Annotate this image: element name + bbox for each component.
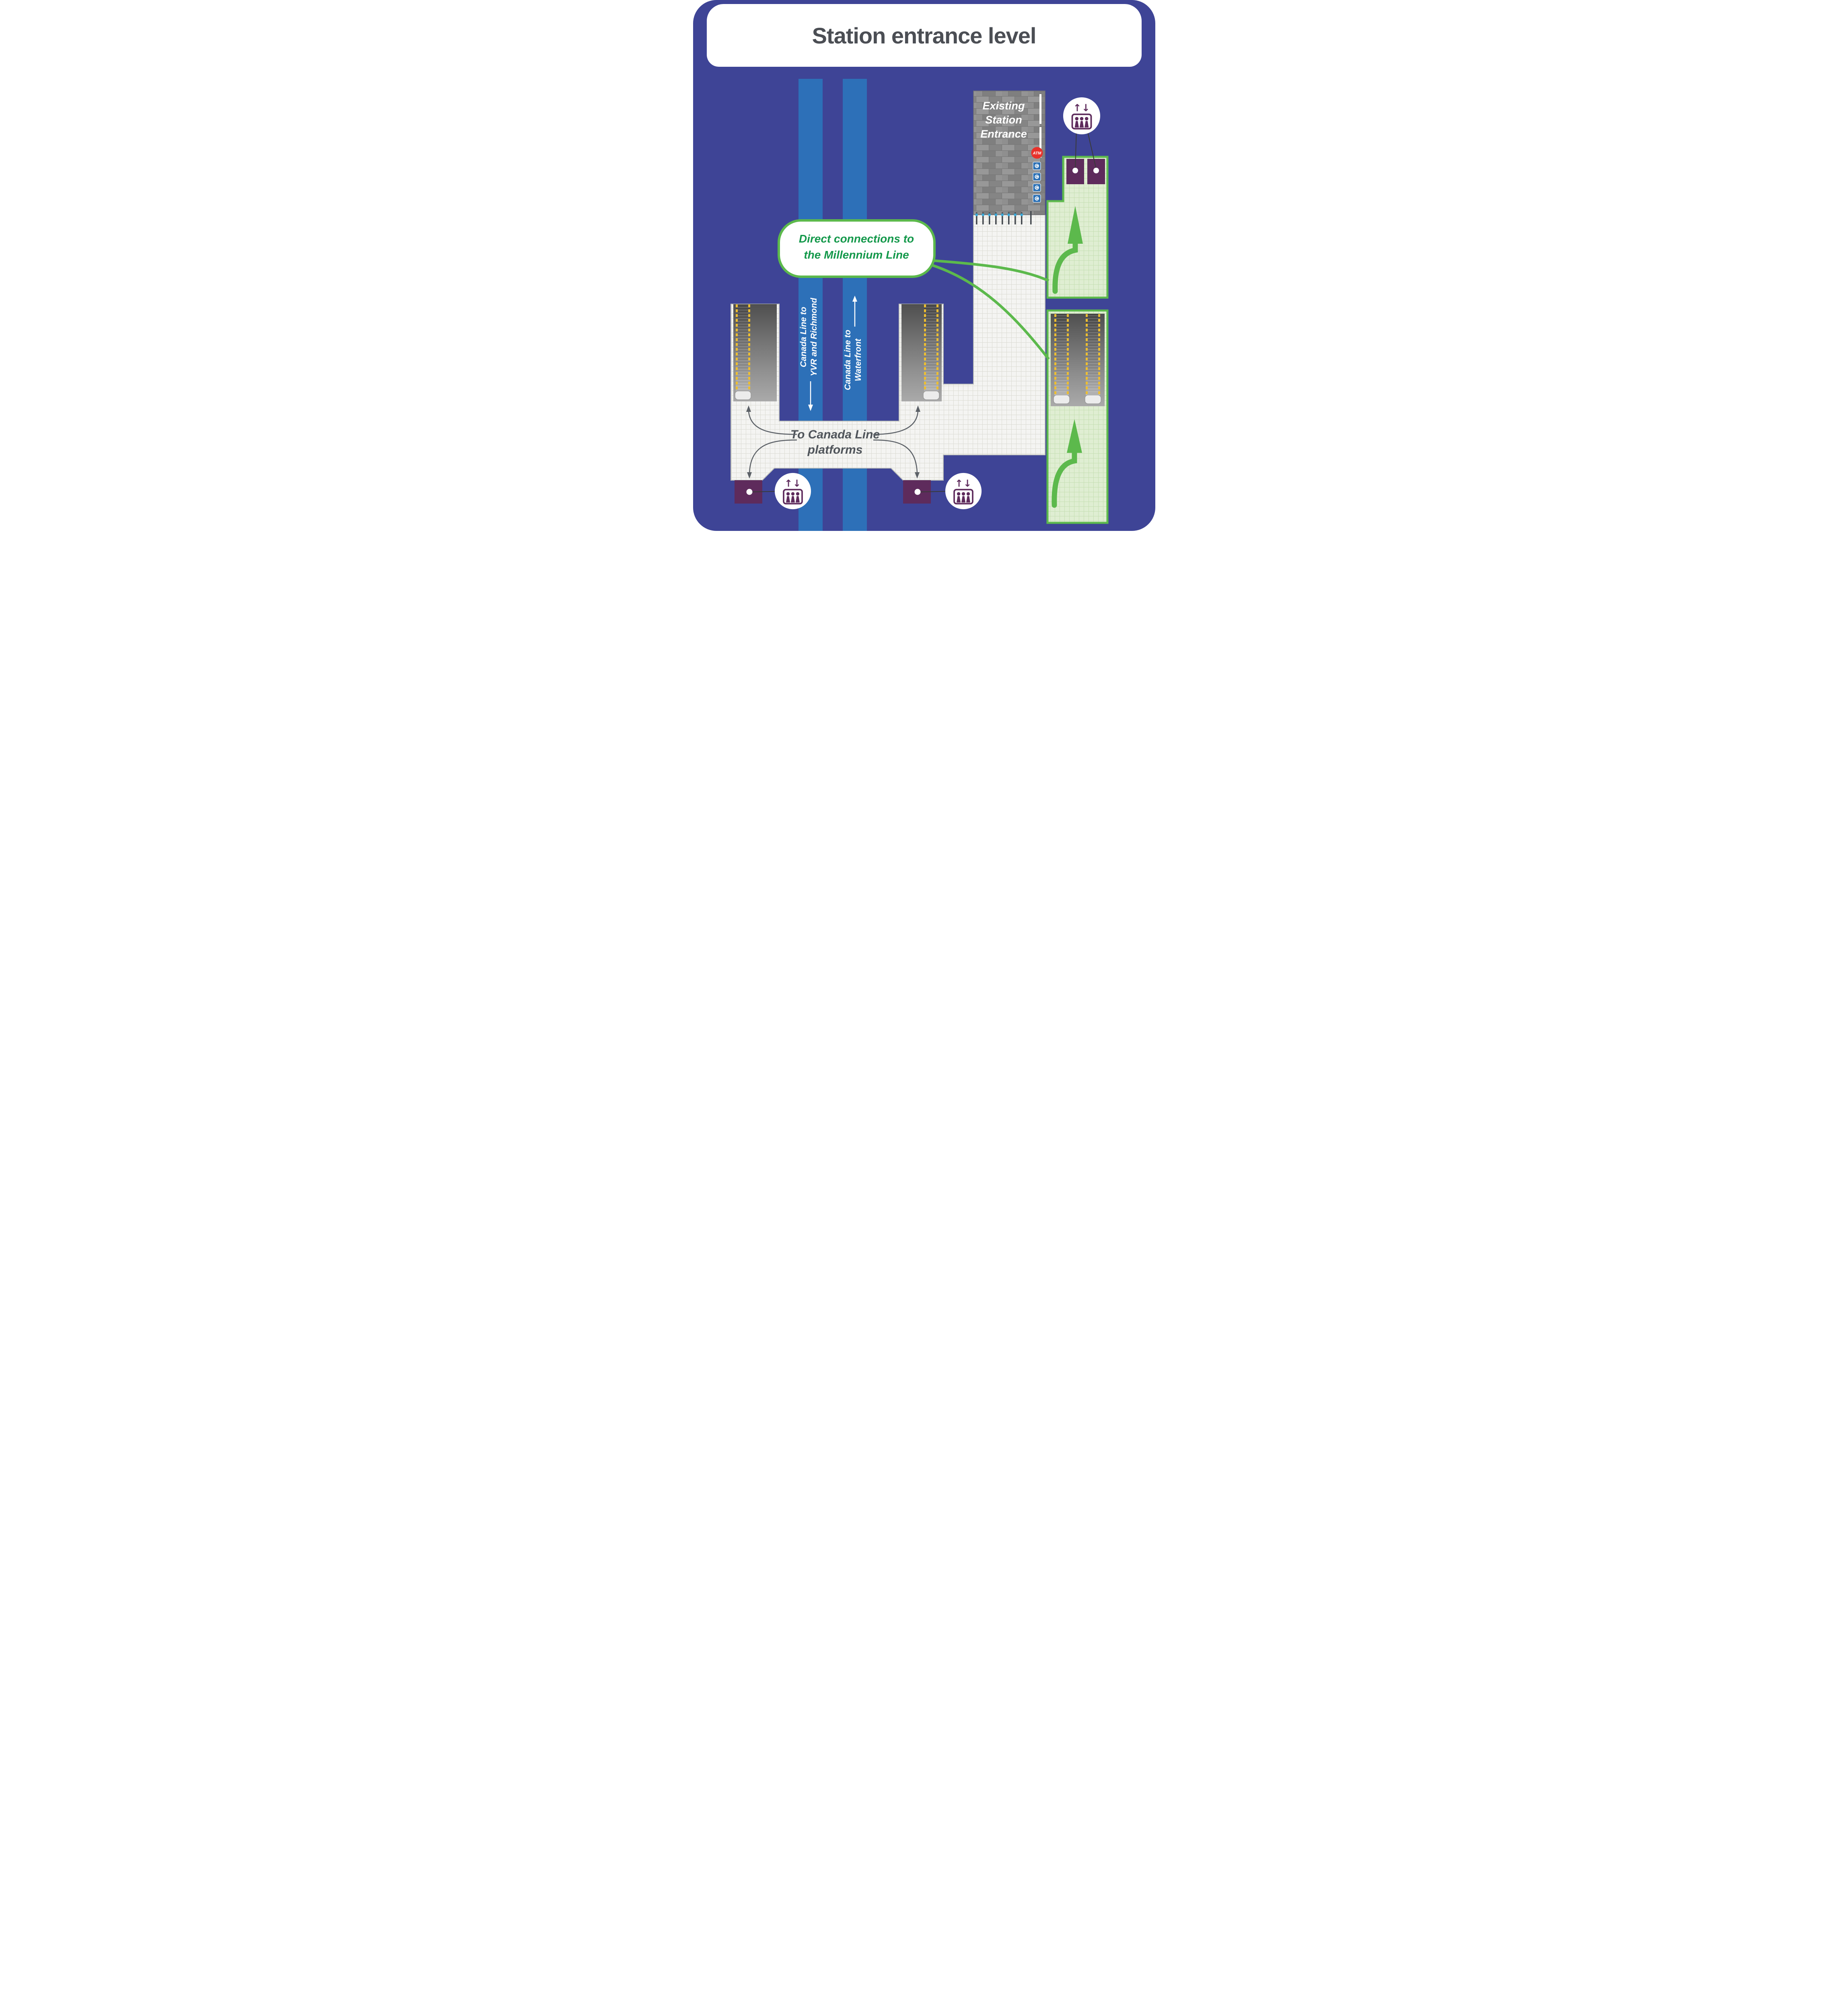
connector-dot <box>746 489 752 495</box>
atm-icon: ATM <box>1031 147 1043 159</box>
connector-dot <box>1072 168 1078 173</box>
svg-text:C: C <box>1035 186 1038 190</box>
entrance-doorway-mark <box>1039 94 1041 124</box>
elevator-icon <box>1062 97 1101 135</box>
callout-connector-lower <box>932 264 1050 360</box>
escalator-bank-middle <box>901 304 942 401</box>
svg-text:C: C <box>1035 164 1038 168</box>
track-label-airport: Canada Line to YVR and Richmond <box>799 297 819 376</box>
entrance-label-line3: Entrance <box>980 128 1027 140</box>
track-arrow-up-icon <box>852 296 857 327</box>
fare-gates <box>975 211 1031 224</box>
entrance-label-line2: Station <box>985 114 1022 126</box>
platforms-line1: To Canada Line <box>790 428 879 441</box>
track-arrow-down-icon <box>808 381 813 411</box>
up-direction-arrow <box>1052 239 1078 294</box>
entrance-doorway-mark <box>1039 127 1041 158</box>
atm-label: ATM <box>1032 151 1041 156</box>
track-label-airport-line1: Canada Line to <box>799 307 808 368</box>
callout-bubble: Direct connections to the Millennium Lin… <box>777 219 936 278</box>
platform-direction-arrows <box>746 405 920 479</box>
compass-machine-icon: C <box>1032 173 1041 181</box>
connector-dot <box>1093 168 1099 173</box>
elevator-icon <box>774 473 811 510</box>
escalator-bank <box>1050 314 1105 406</box>
callout-line2: the Millennium Line <box>804 249 909 261</box>
compass-vending-machines: C C C C <box>1032 162 1041 203</box>
diagram-canvas: ↑↓ Canada Line to YVR and Richmond Canad… <box>730 79 1108 531</box>
millennium-connection-escalator-area <box>1046 309 1108 524</box>
compass-machine-icon: C <box>1032 194 1041 203</box>
connector-dot <box>914 489 920 495</box>
page-title: Station entrance level <box>812 23 1037 48</box>
station-diagram: Station entrance level <box>693 0 1155 531</box>
track-label-airport-line2: YVR and Richmond <box>809 297 819 376</box>
callout-connector-upper <box>933 259 1049 282</box>
elevator-icon <box>945 473 982 510</box>
svg-text:C: C <box>1035 175 1038 179</box>
millennium-connection-elevator-area <box>1046 156 1108 299</box>
connector-line <box>1074 129 1077 169</box>
existing-station-entrance: Existing Station Entrance ATM C C <box>973 90 1045 215</box>
elevator-shaft-middle <box>903 480 957 504</box>
svg-text:C: C <box>1035 197 1038 201</box>
title-band: Station entrance level <box>706 4 1142 67</box>
connector-line <box>1087 130 1097 169</box>
callout-line1: Direct connections to <box>798 232 914 245</box>
entrance-label-line1: Existing <box>982 100 1025 112</box>
compass-machine-icon: C <box>1032 162 1041 170</box>
track-label-waterfront: Canada Line to Waterfront <box>843 330 863 391</box>
escalator-bank-left <box>733 304 777 401</box>
track-label-waterfront-line1: Canada Line to <box>843 330 852 391</box>
platforms-line2: platforms <box>807 443 862 456</box>
compass-machine-icon: C <box>1032 183 1041 192</box>
platforms-label: To Canada Line platforms <box>790 428 879 456</box>
up-direction-arrow <box>1051 448 1077 508</box>
track-label-waterfront-line2: Waterfront <box>854 338 863 381</box>
